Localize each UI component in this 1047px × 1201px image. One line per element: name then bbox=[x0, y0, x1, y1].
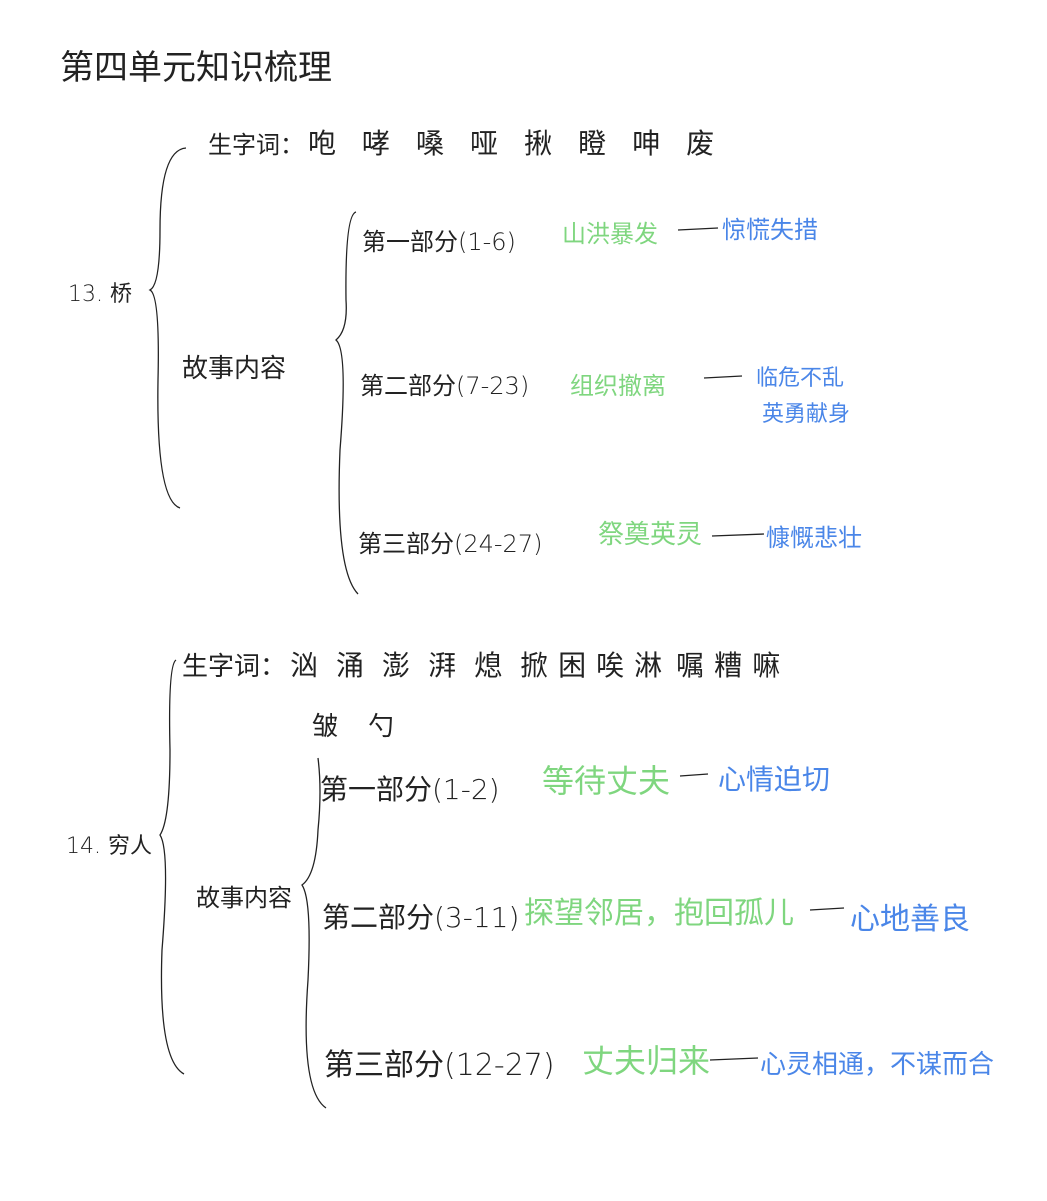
dash-14-1 bbox=[679, 773, 709, 777]
vocab-char: 嘛 bbox=[752, 649, 781, 682]
vocab-label: 生字词： bbox=[182, 652, 287, 682]
lesson14-bracket bbox=[159, 659, 185, 1075]
part-feeling: 临危不乱 bbox=[756, 366, 845, 391]
vocab-char: 淋 bbox=[634, 649, 663, 682]
part-feeling: 心情迫切 bbox=[718, 763, 831, 796]
part-summary: 组织撤离 bbox=[570, 372, 666, 400]
vocab-char: 瞪 bbox=[578, 127, 607, 160]
lesson13-bracket bbox=[148, 147, 187, 509]
vocab-char: 呻 bbox=[632, 127, 661, 160]
part-label: 第三部分(24-27) bbox=[358, 530, 543, 558]
vocab-char: 哮 bbox=[362, 127, 391, 160]
part-feeling: 慷慨悲壮 bbox=[766, 524, 862, 552]
lesson-13-story-label: 故事内容 bbox=[182, 354, 287, 384]
part-feeling: 心灵相通，不谋而合 bbox=[760, 1050, 995, 1080]
dash-14-2 bbox=[809, 907, 845, 911]
lesson-13-title: 13. 桥 bbox=[68, 282, 132, 307]
dash-13-3 bbox=[711, 533, 765, 537]
lesson-13-vocab: 生字词：咆哮嗓哑揪瞪呻废 bbox=[208, 122, 740, 162]
vocab-char: 掀 bbox=[520, 649, 549, 682]
vocab-char: 勺 bbox=[368, 712, 395, 742]
lesson-14-title: 14. 穷人 bbox=[66, 834, 152, 859]
lesson-14-vocab-line2: 皱勺 bbox=[312, 706, 394, 743]
part-label: 第一部分(1-2) bbox=[320, 773, 500, 806]
vocab-char: 嘱 bbox=[676, 649, 705, 682]
dash-14-3 bbox=[709, 1057, 759, 1061]
lesson-14-story-label: 故事内容 bbox=[196, 884, 292, 912]
vocab-char: 唉 bbox=[596, 649, 625, 682]
vocab-char: 涌 bbox=[336, 649, 365, 682]
part-summary: 山洪暴发 bbox=[562, 220, 658, 248]
vocab-char: 汹 bbox=[290, 649, 319, 682]
part-summary: 祭奠英灵 bbox=[598, 520, 703, 550]
part-feeling: 心地善良 bbox=[850, 902, 970, 937]
part-summary: 探望邻居，抱回孤儿 bbox=[524, 896, 794, 931]
vocab-char: 湃 bbox=[428, 649, 457, 682]
vocab-char: 废 bbox=[686, 127, 715, 160]
lesson14-story-bracket bbox=[301, 757, 327, 1109]
vocab-char: 熄 bbox=[474, 649, 503, 682]
lesson13-story-bracket bbox=[334, 211, 359, 595]
vocab-char: 糟 bbox=[714, 649, 743, 682]
part-feeling: 惊慌失措 bbox=[722, 216, 818, 244]
part-feeling-2: 英勇献身 bbox=[762, 402, 851, 427]
vocab-char: 嗓 bbox=[416, 127, 445, 160]
dash-13-1 bbox=[677, 227, 719, 231]
part-label: 第二部分(7-23) bbox=[360, 372, 530, 400]
part-label: 第一部分(1-6) bbox=[362, 228, 516, 256]
part-label: 第二部分(3-11) bbox=[322, 901, 520, 934]
vocab-char: 揪 bbox=[524, 127, 553, 160]
vocab-char: 困 bbox=[558, 649, 587, 682]
part-summary: 等待丈夫 bbox=[542, 762, 671, 800]
page-title: 第四单元知识梳理 bbox=[60, 48, 332, 88]
part-summary: 丈夫归来 bbox=[582, 1042, 711, 1080]
dash-13-2 bbox=[703, 375, 743, 379]
lesson-14-vocab: 生字词：汹涌澎湃熄掀困唉淋嘱糟嘛 bbox=[182, 644, 780, 684]
vocab-char: 皱 bbox=[312, 712, 339, 742]
vocab-label: 生字词： bbox=[208, 131, 304, 159]
vocab-char: 咆 bbox=[308, 127, 337, 160]
vocab-char: 澎 bbox=[382, 649, 411, 682]
part-label: 第三部分(12-27) bbox=[324, 1048, 555, 1083]
vocab-char: 哑 bbox=[470, 127, 499, 160]
